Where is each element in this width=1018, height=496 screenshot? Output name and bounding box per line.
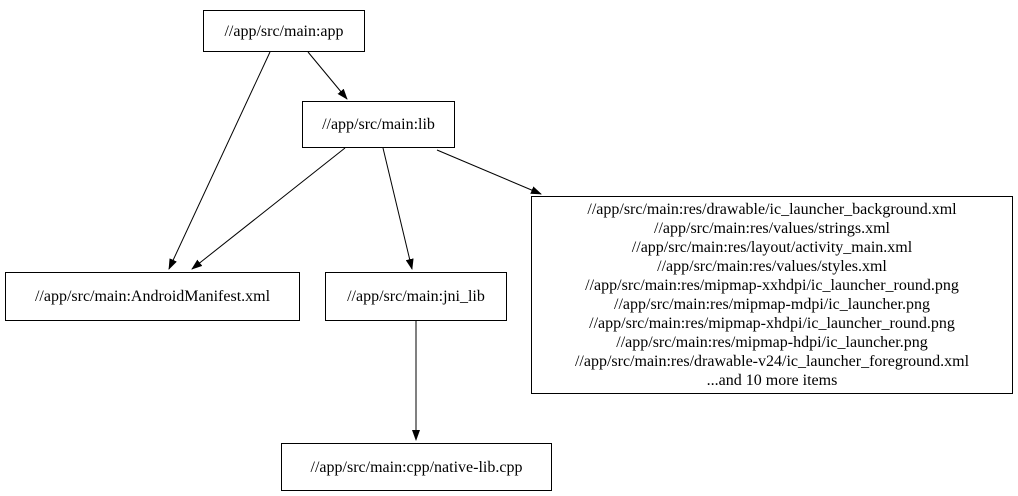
resource-line: //app/src/main:res/mipmap-hdpi/ic_launch… [616, 334, 928, 351]
node-android-manifest: //app/src/main:AndroidManifest.xml [5, 272, 300, 321]
resource-line: //app/src/main:res/drawable-v24/ic_launc… [574, 353, 970, 370]
resource-line: //app/src/main:res/mipmap-xxhdpi/ic_laun… [585, 277, 959, 294]
edge-app-to-lib [307, 51, 348, 100]
node-jni-lib-label: //app/src/main:jni_lib [347, 288, 485, 305]
edge-lib-to-resources [436, 149, 542, 195]
edge-app-to-manifest [168, 51, 271, 270]
node-lib: //app/src/main:lib [302, 101, 455, 148]
resource-line-more: ...and 10 more items [706, 372, 838, 389]
edge-lib-to-jni-lib [382, 147, 414, 270]
resource-line: //app/src/main:res/mipmap-mdpi/ic_launch… [614, 296, 930, 313]
resource-line: //app/src/main:res/drawable/ic_launcher_… [587, 201, 957, 218]
node-resources-group: //app/src/main:res/drawable/ic_launcher_… [531, 196, 1013, 394]
resource-line: //app/src/main:res/layout/activity_main.… [631, 239, 913, 256]
node-app-label: //app/src/main:app [224, 22, 344, 40]
resource-line: //app/src/main:res/mipmap-xhdpi/ic_launc… [589, 315, 955, 332]
node-lib-label: //app/src/main:lib [322, 116, 435, 133]
resource-line: //app/src/main:res/values/styles.xml [657, 258, 887, 275]
node-android-manifest-label: //app/src/main:AndroidManifest.xml [34, 288, 271, 305]
edge-lib-to-manifest [191, 147, 346, 270]
node-jni-lib: //app/src/main:jni_lib [325, 272, 507, 321]
resource-line: //app/src/main:res/values/strings.xml [654, 220, 890, 237]
node-app: //app/src/main:app [203, 10, 365, 52]
node-native-lib-cpp-label: //app/src/main:cpp/native-lib.cpp [310, 458, 523, 476]
node-native-lib-cpp: //app/src/main:cpp/native-lib.cpp [281, 443, 552, 491]
